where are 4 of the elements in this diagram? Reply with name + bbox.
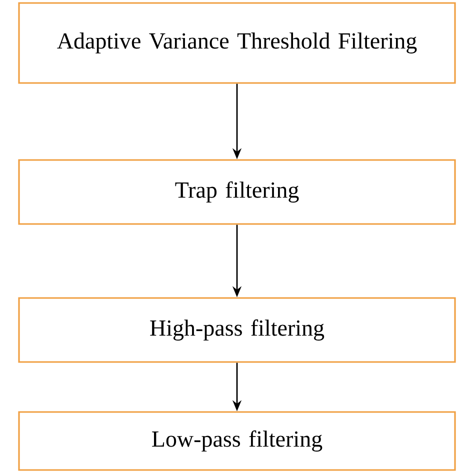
- process-box: Trap filtering: [18, 159, 456, 225]
- process-box: Adaptive Variance Threshold Filtering: [18, 2, 456, 84]
- process-box: High-pass filtering: [18, 297, 456, 363]
- process-box: Low-pass filtering: [18, 411, 456, 471]
